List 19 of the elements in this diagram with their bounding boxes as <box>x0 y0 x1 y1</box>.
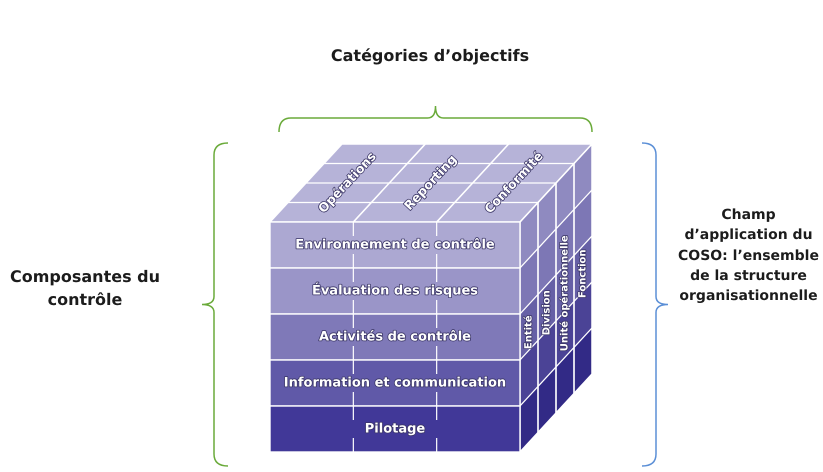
component-band <box>269 313 521 361</box>
entity-slice <box>555 162 575 415</box>
entity-slice <box>573 142 593 396</box>
entity-label: Fonction <box>578 249 589 298</box>
axis-heading: Catégories d’objectifs <box>330 45 530 67</box>
component-label: Information et communication <box>284 376 506 391</box>
entity-label: Entité <box>524 315 535 350</box>
entity-label: Unité opérationnelle <box>560 235 571 352</box>
component-label: Évaluation des risques <box>312 284 478 299</box>
component-label: Pilotage <box>364 422 426 437</box>
entity-label: Division <box>542 290 553 336</box>
component-label: Activités de contrôle <box>318 330 472 345</box>
component-band <box>269 405 521 453</box>
component-band <box>269 267 521 315</box>
component-label: Environnement de contrôle <box>295 238 495 253</box>
axis-heading: Champ d’application du COSO: l’ensemble de la structure organisationnelle <box>677 206 820 306</box>
component-band <box>269 221 521 269</box>
axis-heading: Composantes du contrôle <box>9 266 161 312</box>
component-band <box>269 359 521 407</box>
